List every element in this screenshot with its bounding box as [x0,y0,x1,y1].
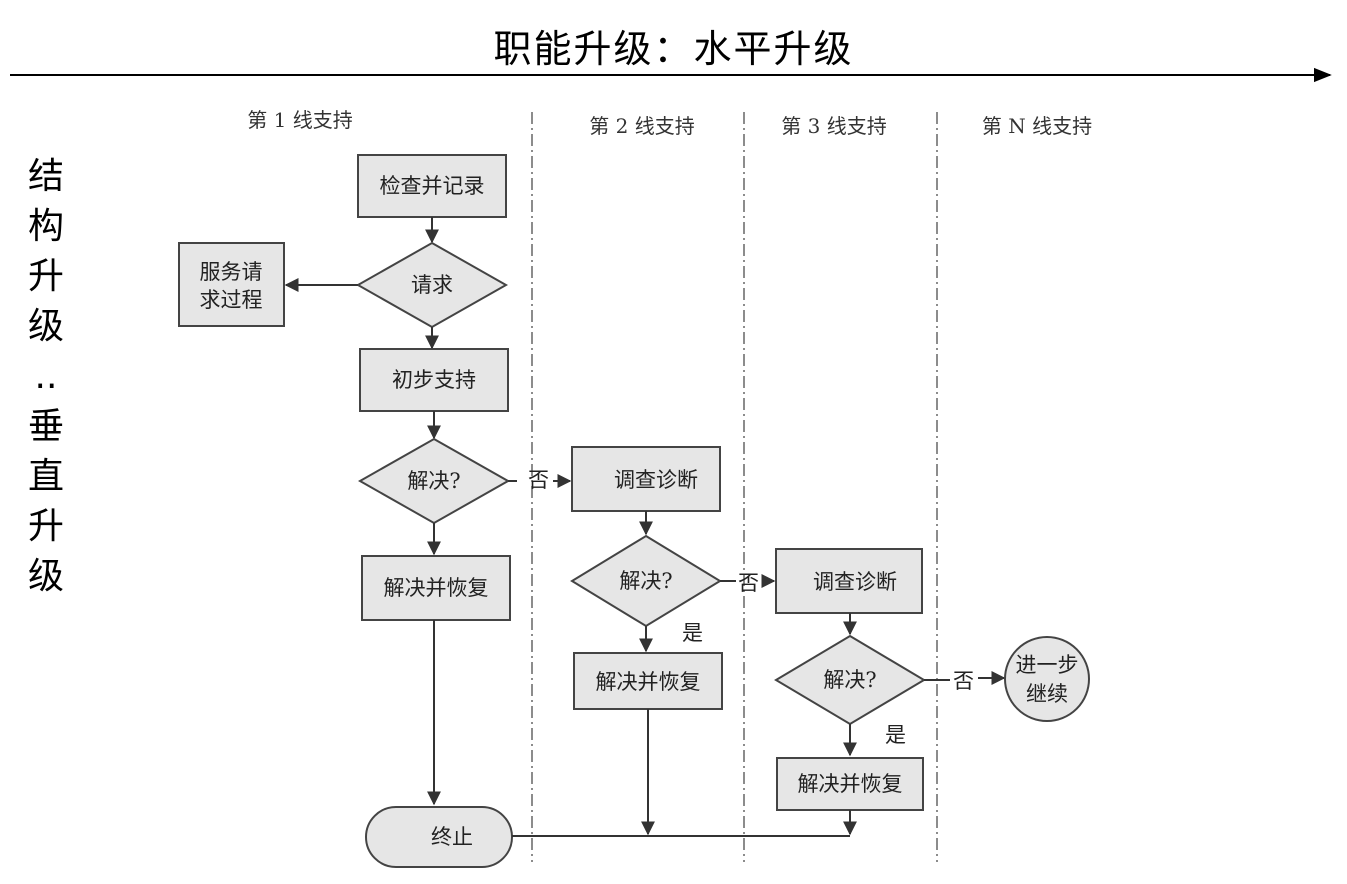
vertical-label-char: 升 [27,256,64,297]
edge-label-yes-2: 是 [682,621,703,645]
further-continue-label-line1: 进一步 [1016,653,1079,677]
edge-label-no-2: 否 [738,571,759,595]
investigate-2-label: 调查诊断 [614,468,698,492]
vertical-label-char: 升 [27,506,64,547]
investigate-2-box [571,446,721,512]
vertical-label-char: 级 [27,556,64,597]
resolved-2-label: 解决? [619,569,672,593]
resolve-restore-2-box [573,652,723,710]
vertical-label-char: .. [34,356,58,397]
lane-header-2: 第 2 线支持 [589,114,694,138]
resolve-restore-2-label: 解决并恢复 [596,670,701,694]
vertical-escalation-label: 结 构 升 级 .. 垂 直 升 级 [24,152,68,602]
lane-header-1: 第 1 线支持 [247,108,352,132]
check-record-box [357,154,507,218]
resolved-1-label: 解决? [407,469,460,493]
further-continue-circle [1004,636,1090,722]
edge-label-yes-3: 是 [885,723,906,747]
vertical-label-char: 结 [27,156,64,197]
page-title: 职能升级：水平升级 [493,27,854,71]
request-label: 请求 [411,273,453,297]
resolve-restore-1-label: 解决并恢复 [384,576,489,600]
vertical-label-char: 级 [27,306,64,347]
vertical-label-char: 构 [27,206,64,247]
resolve-restore-1-box [361,555,511,621]
service-request-box [178,242,285,327]
vertical-label-char: 直 [27,456,64,497]
resolved-3-label: 解决? [823,668,876,692]
vertical-label-char: 垂 [27,406,64,447]
edge-label-no-3: 否 [953,669,974,693]
lane-header-3: 第 3 线支持 [781,114,886,138]
lane-header-n: 第 N 线支持 [982,114,1092,138]
investigate-3-label: 调查诊断 [813,570,897,594]
further-continue-label-line2: 继续 [1026,682,1068,706]
resolve-restore-3-label: 解决并恢复 [798,772,903,796]
edge-label-no-1: 否 [528,468,549,492]
service-request-label-line2: 求过程 [200,288,263,312]
initial-support-label: 初步支持 [392,368,476,392]
check-record-label: 检查并记录 [380,174,485,198]
end-label: 终止 [431,825,473,849]
service-request-label-line1: 服务请 [200,260,263,284]
resolve-restore-3-box [776,757,924,811]
investigate-3-box [775,548,923,614]
